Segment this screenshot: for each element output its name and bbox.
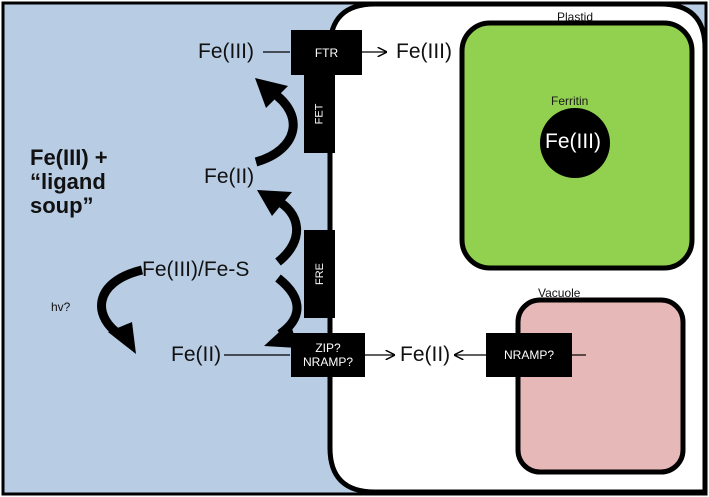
fes-to-fe2-arrowhead bbox=[257, 190, 292, 216]
vacuole-label: Vacuole bbox=[538, 286, 581, 300]
ligand-line-2: “ligand bbox=[30, 169, 106, 194]
extracellular-fe2-bottom-label: Fe(II) bbox=[171, 343, 222, 366]
fet-label: FET bbox=[313, 103, 326, 125]
ferritin-label: Ferritin bbox=[551, 94, 589, 108]
fes-to-fe2-bottom-arrowhead bbox=[264, 322, 298, 348]
intracellular-fe3-label: Fe(III) bbox=[396, 40, 452, 63]
fes-to-fe2-curved-arrow bbox=[273, 195, 301, 266]
fe2-to-fe3-arrowhead bbox=[255, 78, 288, 108]
zip-nramp-transporter: ZIP? NRAMP? bbox=[291, 333, 365, 377]
ftr-label: FTR bbox=[314, 45, 339, 60]
intracellular-fe2-label: Fe(II) bbox=[400, 343, 451, 366]
fre-transporter: FRE bbox=[304, 230, 335, 318]
photoreduction-arrowhead bbox=[108, 322, 136, 354]
nramp-label: NRAMP? bbox=[302, 355, 353, 369]
vacuole-compartment bbox=[515, 297, 686, 475]
plastid-label: Plastid bbox=[557, 10, 594, 24]
photoreduction-curved-arrow bbox=[97, 265, 144, 340]
extracellular-fe3-label: Fe(III) bbox=[198, 40, 254, 63]
zip-label: ZIP? bbox=[315, 341, 341, 355]
ligand-line-1: Fe(III) + bbox=[30, 145, 108, 170]
fre-label: FRE bbox=[313, 263, 326, 285]
ferritin-fe3-label: Fe(III) bbox=[545, 130, 601, 153]
ferritin-core bbox=[540, 108, 610, 178]
vacuole-nramp-label: NRAMP? bbox=[503, 348, 554, 362]
ligand-line-3: soup” bbox=[30, 193, 94, 218]
fet-transporter: FET bbox=[304, 75, 335, 153]
vacuole-nramp-transporter: NRAMP? bbox=[486, 333, 572, 377]
extracellular-fe3-fes-label: Fe(III)/Fe-S bbox=[142, 258, 250, 281]
extracellular-fe2-mid-label: Fe(II) bbox=[204, 165, 255, 188]
ligand-soup-label: Fe(III) + “ligand soup” bbox=[30, 146, 108, 218]
ftr-transporter: FTR bbox=[291, 30, 362, 75]
hv-label: hv? bbox=[51, 300, 71, 314]
fe2-to-fe3-curved-arrow bbox=[254, 88, 298, 167]
